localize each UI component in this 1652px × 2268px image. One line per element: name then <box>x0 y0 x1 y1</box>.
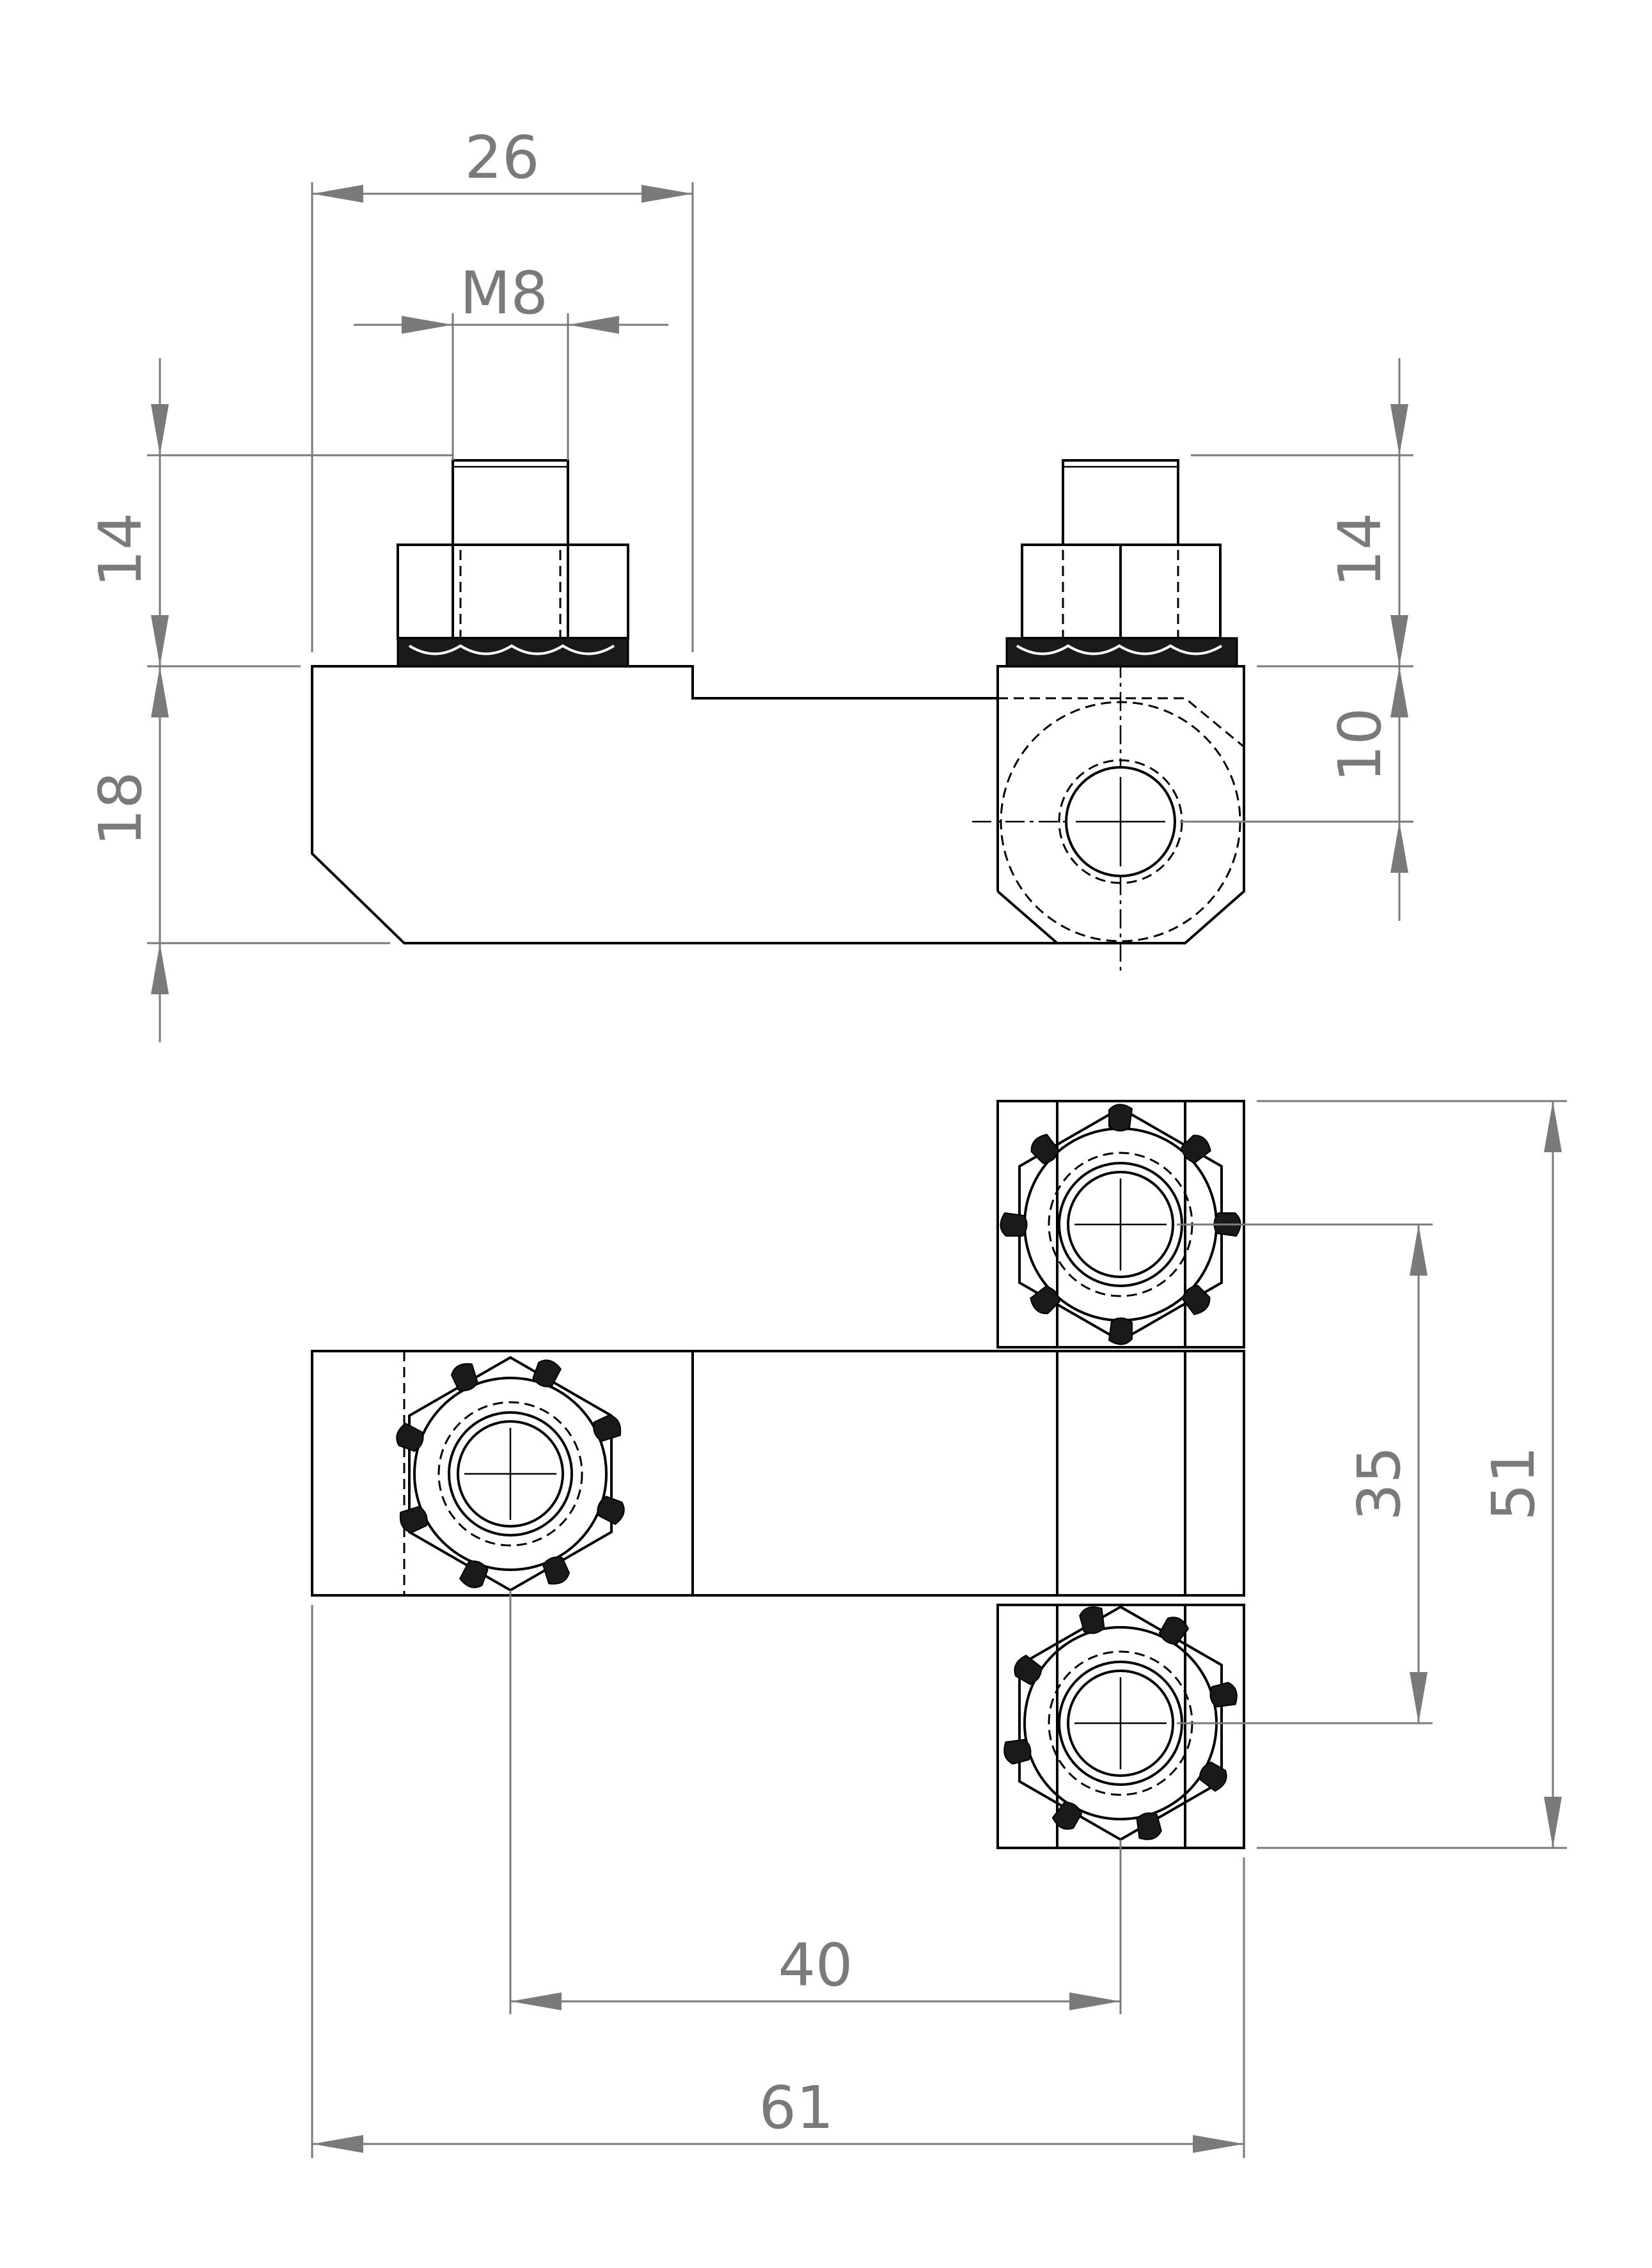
dim-right-14-label: 14 <box>1326 512 1394 587</box>
left-stud-assembly <box>397 459 629 668</box>
side-body-outline <box>311 665 1245 944</box>
dim-40-label: 40 <box>778 1931 853 1999</box>
dim-left-14-label: 14 <box>86 512 155 587</box>
dimension-lines <box>147 182 1567 2158</box>
plan-view <box>311 1100 1245 1849</box>
dimension-labels: 26 M8 14 18 14 10 35 51 40 61 <box>86 123 1548 2142</box>
dim-10-label: 10 <box>1326 707 1394 782</box>
dim-35-label: 35 <box>1345 1446 1413 1521</box>
dim-26-label: 26 <box>464 123 539 192</box>
side-view <box>311 459 1245 972</box>
dim-18-label: 18 <box>86 771 155 846</box>
plan-arm <box>311 1350 1245 1597</box>
dim-61-label: 61 <box>759 2074 833 2142</box>
dim-51-label: 51 <box>1479 1446 1548 1521</box>
right-stud-assembly <box>1005 459 1238 668</box>
dim-m8-label: M8 <box>460 259 548 327</box>
